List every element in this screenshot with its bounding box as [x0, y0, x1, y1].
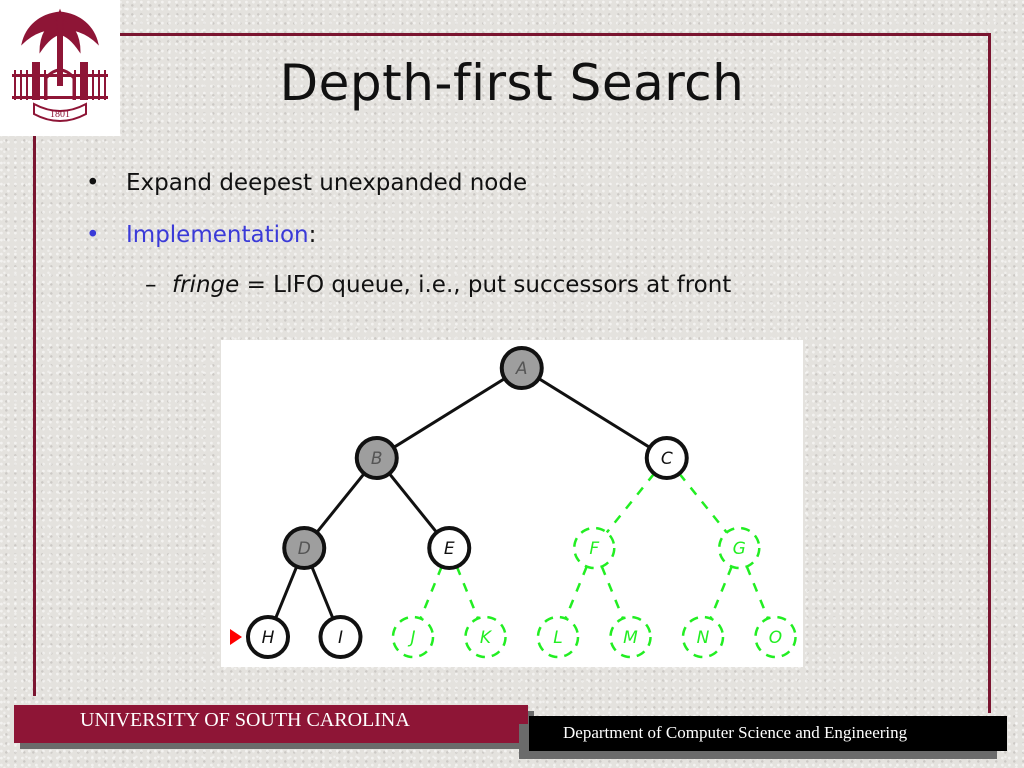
university-logo: 1801 — [0, 0, 120, 136]
search-tree-svg: A B C D E F G H I J K L M N O — [230, 346, 797, 659]
tree-edge — [455, 566, 480, 619]
tree-edge — [745, 566, 770, 619]
tree-edge — [310, 565, 335, 620]
current-node-pointer-icon — [230, 629, 242, 645]
dash-icon: – — [145, 272, 157, 298]
tree-node-o — [754, 615, 797, 659]
tree-node-c — [644, 436, 689, 480]
tree-edge — [678, 472, 728, 534]
sub-bullet-text: = LIFO queue, i.e., put successors at fr… — [239, 272, 732, 298]
tree-edge — [419, 566, 443, 619]
tree-node-label: O — [769, 628, 782, 648]
tree-node-h — [246, 615, 290, 659]
frame-top-line — [120, 33, 990, 36]
tree-node-e — [427, 526, 472, 570]
bullet-dot-icon: • — [86, 170, 100, 196]
tree-node-n — [681, 615, 725, 659]
tree-node-b — [354, 436, 399, 480]
tree-node-label: D — [298, 539, 311, 559]
footer-department-banner: Department of Computer Science and Engin… — [529, 716, 1007, 751]
tree-node-f — [573, 526, 616, 570]
tree-node-label: N — [697, 628, 710, 648]
tree-node-label: E — [444, 539, 455, 559]
tree-node-l — [536, 615, 580, 659]
tree-node-label: L — [553, 628, 562, 648]
tree-node-g — [718, 526, 761, 570]
tree-edge — [600, 566, 625, 619]
footer-university-banner: UNIVERSITY OF SOUTH CAROLINA — [14, 705, 528, 743]
tree-node-k — [464, 615, 507, 659]
tree-edge — [537, 377, 651, 449]
tree-node-label: M — [623, 628, 638, 648]
bullet-text: Expand deepest unexpanded node — [126, 170, 528, 196]
tree-node-label: I — [338, 628, 343, 648]
frame-left-line — [33, 136, 36, 696]
tree-edge — [388, 472, 438, 534]
footer-university-text: UNIVERSITY OF SOUTH CAROLINA — [80, 709, 410, 731]
palmetto-logo-icon: 1801 — [12, 8, 108, 122]
tree-node-j — [391, 615, 435, 659]
tree-node-label: H — [262, 628, 275, 648]
frame-right-line — [988, 33, 991, 713]
tree-node-a — [499, 346, 544, 390]
tree-edge — [605, 472, 656, 534]
tree-node-m — [609, 615, 652, 659]
tree-edge — [392, 377, 506, 449]
tree-node-label: B — [371, 449, 383, 469]
tree-edge — [315, 472, 366, 534]
bullet-colon: : — [308, 222, 317, 248]
tree-edge — [274, 565, 299, 620]
tree-node-i — [318, 615, 363, 659]
tree-node-label: A — [515, 359, 528, 379]
tree-edge — [564, 566, 588, 619]
slide-title: Depth-first Search — [279, 54, 745, 112]
tree-node-label: K — [480, 628, 493, 648]
tree-edge — [709, 566, 733, 619]
tree-node-label: J — [407, 628, 415, 648]
tree-node-label: G — [733, 539, 746, 559]
footer-department-text: Department of Computer Science and Engin… — [563, 723, 908, 742]
bullet-text: Implementation — [126, 222, 309, 248]
svg-text:1801: 1801 — [50, 109, 70, 120]
tree-node-label: C — [661, 449, 673, 469]
search-tree-diagram: A B C D E F G H I J K L M N O — [221, 340, 803, 667]
tree-node-d — [282, 526, 327, 570]
sub-bullet-term: fringe — [172, 272, 240, 298]
bullet-dot-icon: • — [86, 222, 100, 248]
tree-node-label: F — [589, 539, 599, 559]
